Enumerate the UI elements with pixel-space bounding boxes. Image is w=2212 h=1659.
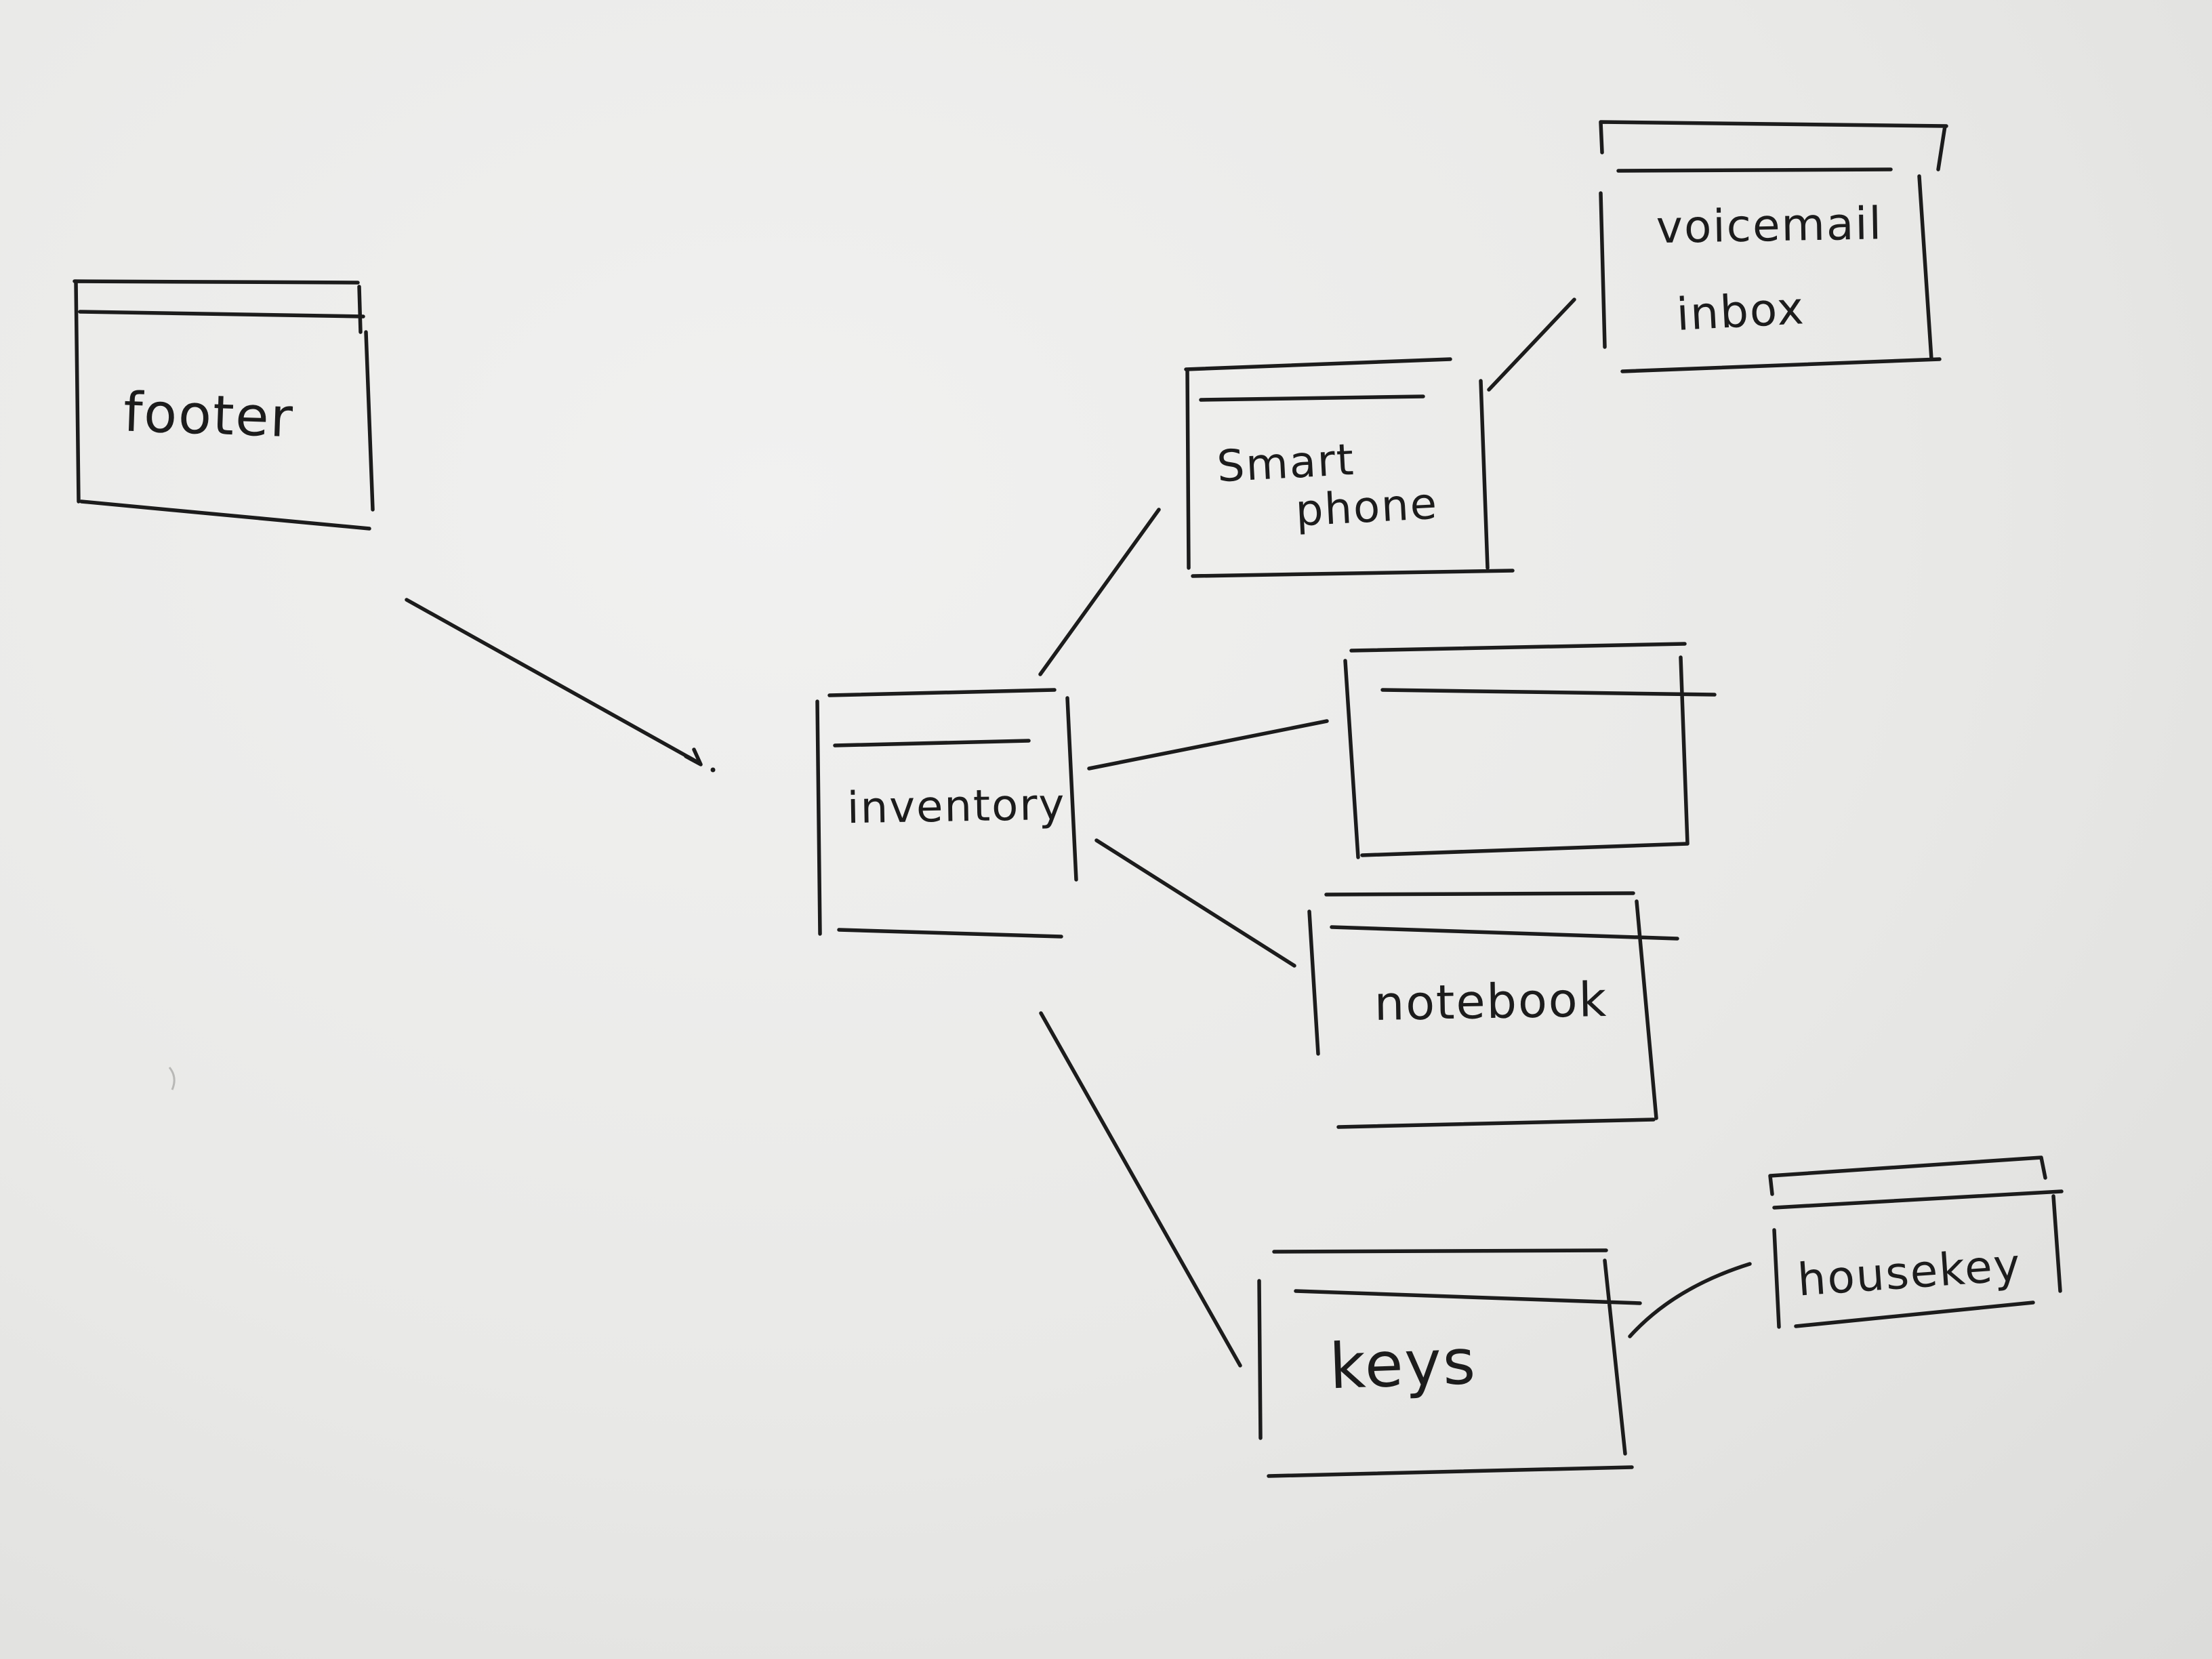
housekey-box [1768,1155,2064,1329]
inventory-label: inventory [846,780,1066,834]
connectors [405,298,1752,1368]
edge-inventory-blank [1087,719,1329,771]
node-keys: keys [1257,1248,1642,1478]
edge-inventory-keys [1039,1011,1242,1368]
voicemail-label-line1: voicemail [1656,197,1883,253]
edge-inventory-notebook [1094,838,1296,968]
node-voicemail: voicemail inbox [1599,120,1948,373]
smartphone-box [1184,357,1515,578]
node-notebook: notebook [1307,891,1679,1129]
edge-smartphone-voicemail [1487,298,1576,392]
smartphone-label-line1: Smart [1216,435,1356,493]
footer-box [73,279,375,531]
voicemail-box [1599,120,1948,373]
arrow-footer-to-inventory [405,598,716,773]
edge-keys-housekey [1628,1262,1752,1338]
keys-label: keys [1328,1326,1478,1404]
notebook-box [1307,891,1679,1129]
paper-mark [168,1067,176,1090]
edge-inventory-smartphone [1038,508,1161,676]
smartphone-label-line2: phone [1294,479,1439,537]
node-inventory: inventory [815,688,1078,939]
blank-box [1343,642,1717,859]
node-smartphone: Smart phone [1184,357,1515,578]
housekey-label: housekey [1796,1239,2023,1307]
voicemail-label-line2: inbox [1675,282,1806,341]
footer-label: footer [123,381,295,450]
node-footer: footer [73,279,375,531]
notebook-label: notebook [1374,972,1608,1031]
node-housekey: housekey [1768,1155,2064,1329]
keys-box [1257,1248,1642,1478]
inventory-box [815,688,1078,939]
node-blank [1343,642,1717,859]
